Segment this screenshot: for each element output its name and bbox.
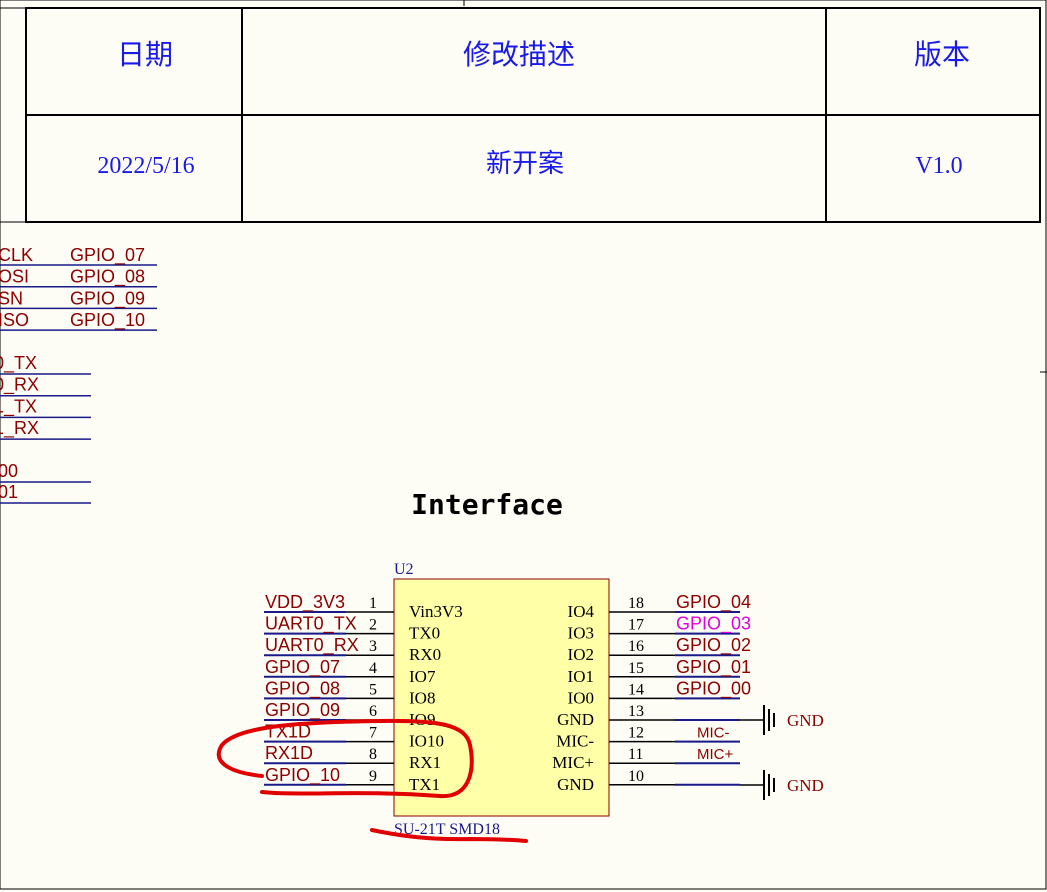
component-part-name: SU-21T SMD18 xyxy=(394,821,500,838)
pin-number: 7 xyxy=(369,725,377,742)
pin-number: 3 xyxy=(369,638,377,655)
net-label: ISO xyxy=(0,310,29,330)
pin-net-label: GPIO_02 xyxy=(676,635,751,656)
gnd-symbol-2: GND xyxy=(740,770,824,800)
pin-number: 9 xyxy=(369,768,377,785)
net-label: 1_TX xyxy=(0,396,37,417)
pin-name: RX0 xyxy=(409,645,441,664)
section-title: Interface xyxy=(411,488,563,521)
pin-name: GND xyxy=(557,775,594,794)
table-cell-date: 2022/5/16 xyxy=(97,153,194,179)
net-label: SN xyxy=(0,288,23,308)
pin-net-label: GPIO_10 xyxy=(265,765,340,786)
pin-net-label: GPIO_00 xyxy=(676,678,751,699)
pin-name: GND xyxy=(557,710,594,729)
pin-net-label: GPIO_01 xyxy=(676,657,751,678)
revision-table: 日期 修改描述 版本 2022/5/16 新开案 V1.0 xyxy=(0,7,1041,223)
table-header-description: 修改描述 xyxy=(463,38,575,71)
net-label: GPIO_09 xyxy=(70,288,145,309)
pin-name: Vin3V3 xyxy=(409,602,463,621)
pin-name: IO2 xyxy=(568,645,594,664)
table-header-date: 日期 xyxy=(117,38,173,71)
pin-number: 15 xyxy=(628,660,644,677)
pin-name: TX0 xyxy=(409,624,440,643)
pin-number: 2 xyxy=(369,617,377,634)
pin-number: 8 xyxy=(369,746,377,763)
pin-net-label: GPIO_08 xyxy=(265,678,340,699)
gnd-symbol-1: GND xyxy=(740,705,824,735)
pin-number: 17 xyxy=(628,617,644,634)
net-label: CLK xyxy=(0,245,33,265)
net-label: 1_RX xyxy=(0,418,39,439)
pin-name: TX1 xyxy=(409,775,440,794)
pin-net-label: UART0_TX xyxy=(265,614,357,635)
component-designator: U2 xyxy=(394,561,414,578)
net-label: 0_RX xyxy=(0,375,39,396)
net-label: 00 xyxy=(0,461,18,481)
pin-number: 16 xyxy=(628,638,644,655)
gnd-label: GND xyxy=(787,776,824,795)
pin-net-label: GPIO_03 xyxy=(676,614,751,635)
pin-net-label: GPIO_07 xyxy=(265,657,340,678)
pin-name: IO0 xyxy=(568,688,594,707)
net-label: GPIO_10 xyxy=(70,310,145,331)
net-label: GPIO_07 xyxy=(70,245,145,266)
pin-net-label: VDD_3V3 xyxy=(265,592,345,613)
pin-name: MIC- xyxy=(556,732,594,751)
pin-number: 12 xyxy=(628,725,644,742)
pin-name: IO4 xyxy=(568,602,595,621)
pin-name: IO8 xyxy=(409,688,435,707)
pin-net-label: MIC+ xyxy=(697,746,733,763)
pin-number: 4 xyxy=(369,660,377,677)
pin-number: 5 xyxy=(369,681,377,698)
net-label: GPIO_08 xyxy=(70,267,145,288)
pin-net-label: GPIO_09 xyxy=(265,700,340,721)
table-cell-description: 新开案 xyxy=(486,149,564,179)
annotation-circle xyxy=(216,718,474,799)
pin-number: 13 xyxy=(628,703,644,720)
gnd-label: GND xyxy=(787,711,824,730)
pin-net-label: UART0_RX xyxy=(265,635,359,656)
pin-number: 10 xyxy=(628,768,644,785)
pin-number: 11 xyxy=(628,746,643,763)
table-cell-version: V1.0 xyxy=(915,153,962,179)
net-label: 01 xyxy=(0,482,18,502)
component-body xyxy=(393,578,610,817)
left-net-group-uart: 0_TX0_RX1_TX1_RX xyxy=(0,353,91,440)
pin-number: 14 xyxy=(628,681,644,698)
pin-name: IO10 xyxy=(409,732,444,751)
net-label: 0_TX xyxy=(0,353,37,374)
pin-name: IO7 xyxy=(409,667,436,686)
annotation-underline xyxy=(370,828,528,843)
pin-number: 18 xyxy=(628,595,644,612)
pin-name: IO3 xyxy=(568,624,594,643)
pin-name: RX1 xyxy=(409,753,441,772)
pin-net-label: GPIO_04 xyxy=(676,592,751,613)
table-header-version: 版本 xyxy=(914,38,970,71)
pin-number: 6 xyxy=(369,703,377,720)
pin-number: 1 xyxy=(369,595,377,612)
net-label: OSI xyxy=(0,267,29,287)
pin-name: MIC+ xyxy=(552,753,594,772)
pin-net-label: MIC- xyxy=(697,725,730,742)
pin-net-label: RX1D xyxy=(265,743,313,763)
pin-name: IO1 xyxy=(568,667,594,686)
